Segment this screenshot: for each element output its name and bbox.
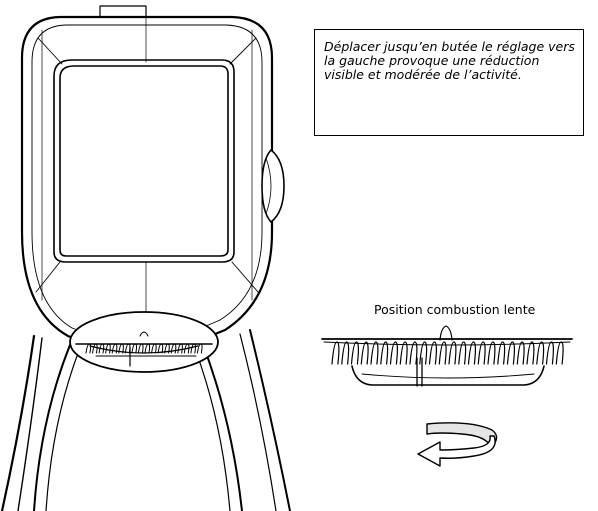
arrow-back-band: [426, 422, 498, 447]
instruction-note-text: Déplacer jusqu’en butée le réglage vers …: [324, 39, 575, 82]
center-left-leg-inner: [45, 347, 81, 511]
bevel-bl: [35, 261, 61, 293]
center-right-leg: [201, 341, 243, 511]
door-handle: [261, 149, 285, 223]
handle-detail: [265, 157, 272, 215]
air-control-teeth-large: [331, 341, 564, 365]
control-knob: [439, 325, 453, 341]
air-control-teeth-small: [85, 343, 203, 354]
left-leg-inner: [17, 337, 43, 511]
instruction-note-box: Déplacer jusqu’en butée le réglage vers …: [314, 29, 584, 136]
stove-window: [59, 65, 229, 257]
ring-tooth-path: [85, 343, 203, 354]
stove-illustration: [0, 5, 291, 511]
curved-arrow-left-icon: [417, 422, 498, 467]
right-leg: [249, 329, 291, 511]
control-base: [351, 365, 545, 386]
air-control-ring-small: [75, 331, 213, 367]
bevel-tr: [229, 37, 257, 65]
center-right-leg-inner: [193, 345, 231, 511]
bevel-br: [231, 261, 259, 293]
arrow-front-band: [417, 435, 496, 467]
position-label: Position combustion lente: [374, 302, 536, 317]
control-base-line: [361, 373, 535, 379]
ring-tooth-path: [331, 341, 564, 365]
slow-combustion-control: [321, 325, 573, 387]
stove-door: [53, 59, 235, 263]
left-leg-outer: [0, 334, 36, 511]
center-left-leg: [33, 344, 71, 511]
control-highlight-ellipse: [69, 311, 219, 373]
bevel-tl: [37, 37, 63, 65]
right-leg-inner: [239, 333, 277, 511]
